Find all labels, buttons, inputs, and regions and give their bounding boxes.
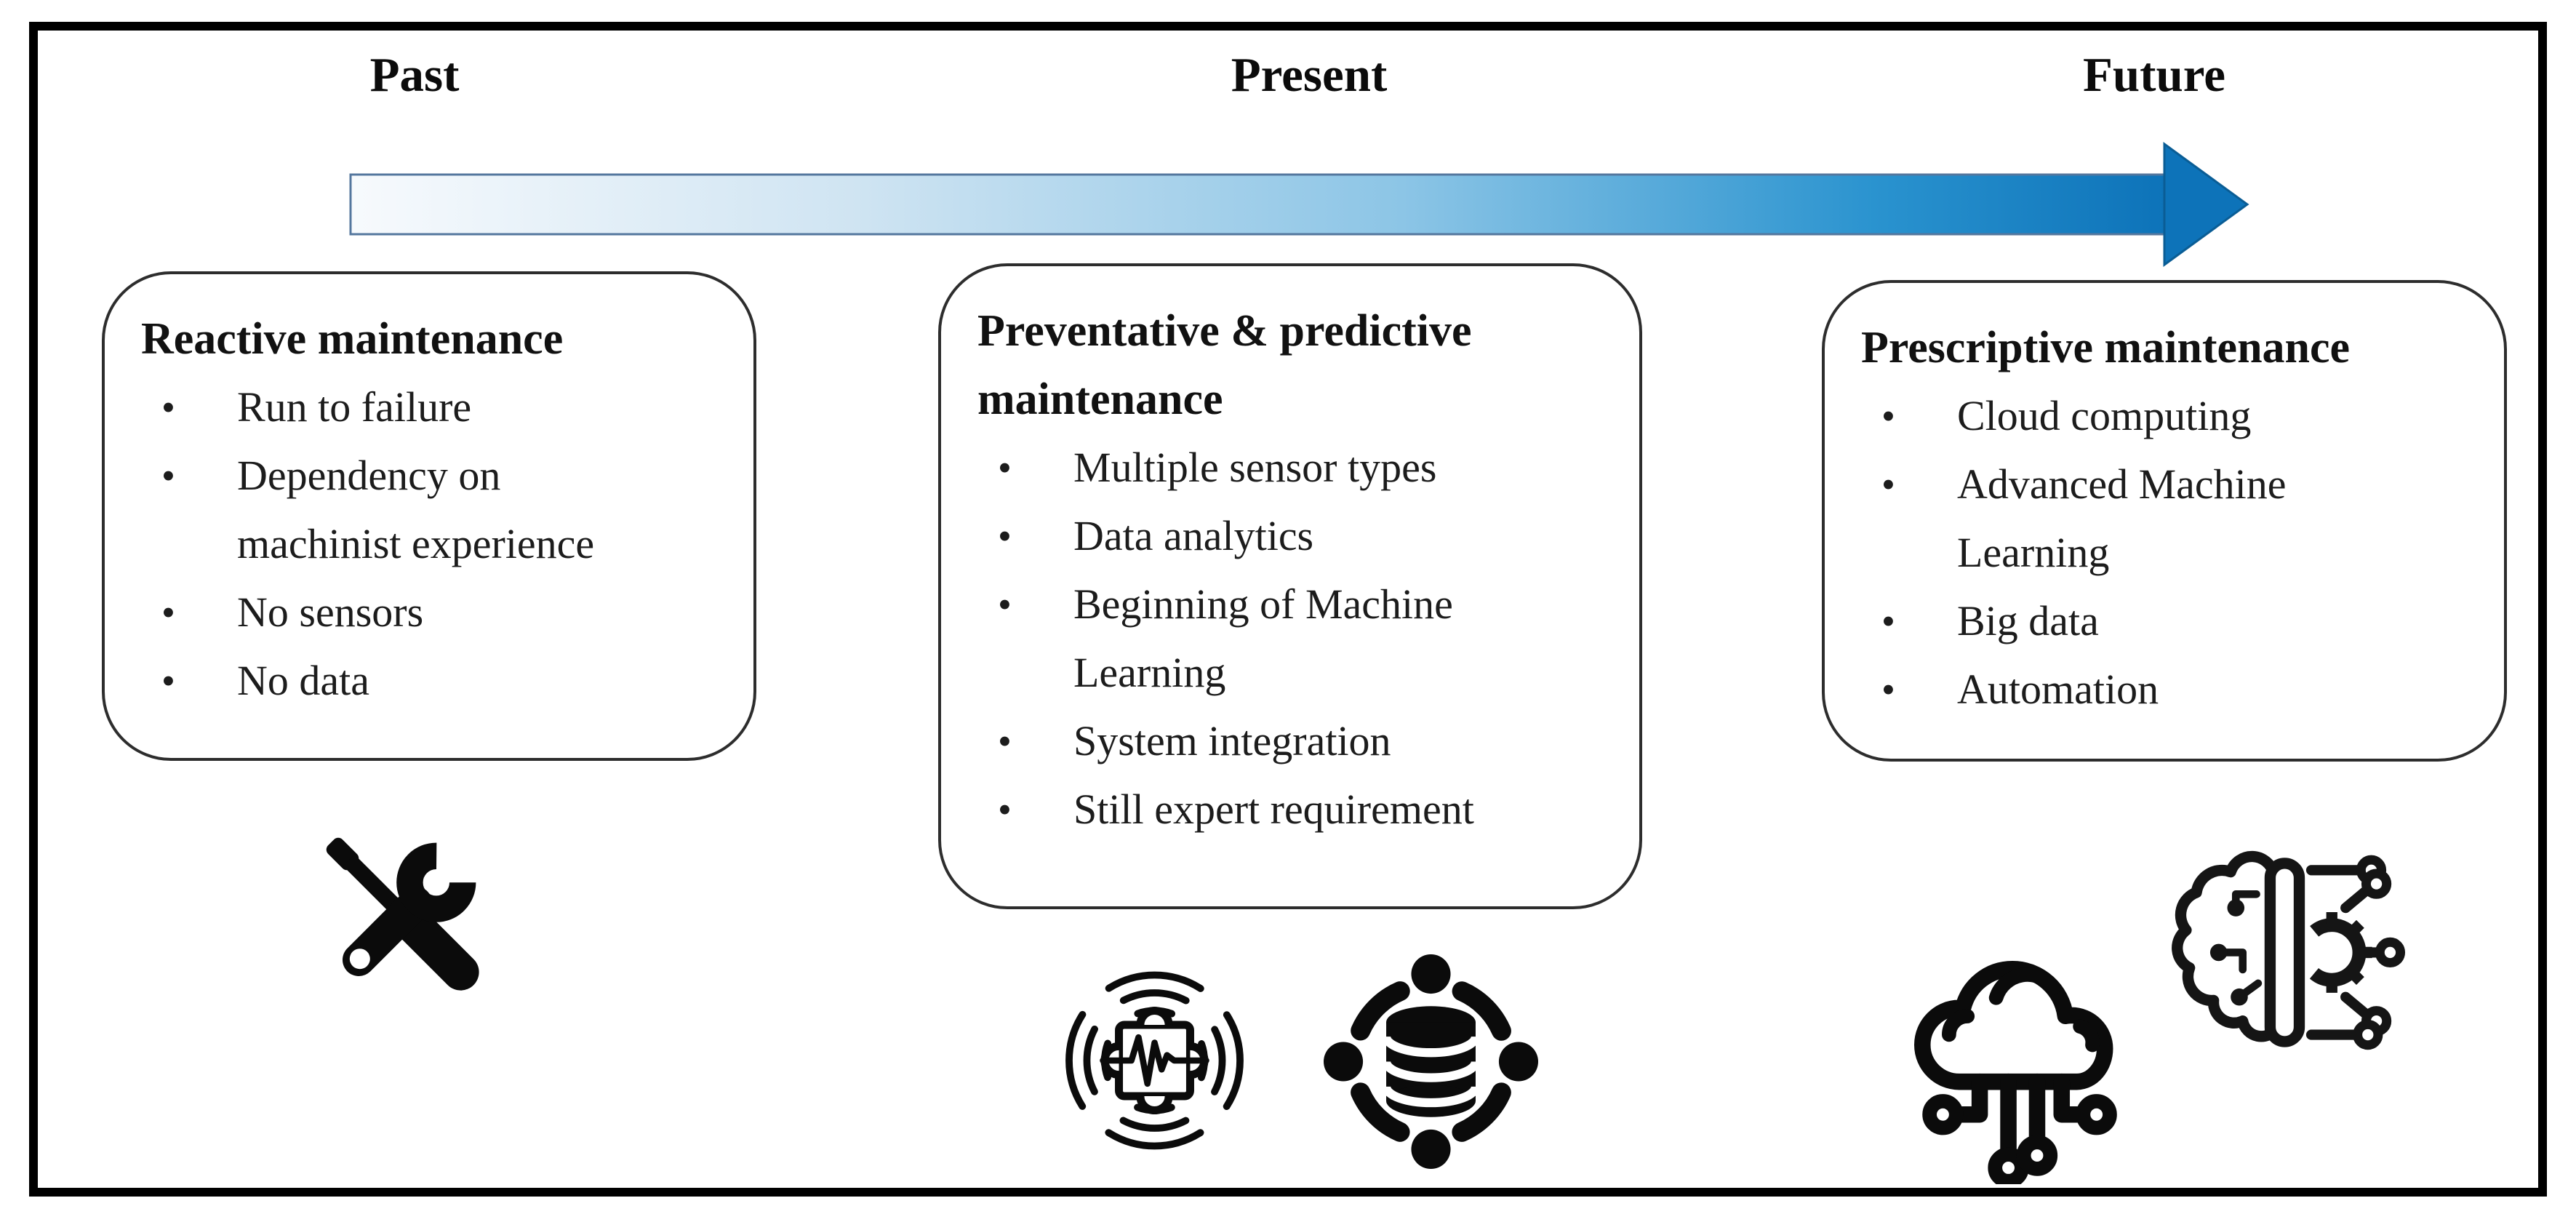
bullet-item: No sensors [141,578,652,647]
circuit-node-midright [2016,1135,2058,1176]
db-band-2 [1381,1061,1481,1082]
brain-node-2 [2209,943,2228,962]
circuit-lines [2305,865,2383,1040]
bullet-item: Big data [1861,587,2402,655]
circuit-leg-left [1951,1073,1988,1123]
cloud-inner-arc [1988,967,2061,1005]
bullet-item: Multiple sensor types [977,434,1537,502]
wrench-handle [343,886,433,976]
wrench-handle-hole [349,949,370,970]
timeline-label-past: Past [369,48,460,102]
sensor-wave-outer [1065,971,1244,1150]
bullet-item: Beginning of Machine Learning [977,570,1537,707]
vibration-sensor-icon [1065,971,1244,1150]
screwdriver-blade [343,854,401,913]
tools-icon [326,837,479,991]
stage-box-past: Reactive maintenance Run to failure Depe… [102,271,756,761]
brain-outline [2172,850,2283,1042]
orbit-node-right [1498,1042,1538,1082]
circuit-leg-right [2053,1073,2091,1123]
circuit-rings [2353,855,2406,1050]
sensor-bump-bottom [1136,1092,1173,1114]
sensor-waveform [1100,1034,1209,1087]
timeline-label-present: Present [1231,48,1388,102]
screwdriver-handle [391,903,479,991]
db-band-3 [1381,1086,1481,1108]
gear-ring [2297,918,2367,987]
stage-title: Reactive maintenance [141,314,564,364]
bullet-item: Automation [1861,655,2402,724]
cloud-computing-icon [1914,961,2117,1184]
bullet-item: Data analytics [977,502,1537,570]
stage-box-future: Prescriptive maintenance Cloud computing… [1822,280,2507,762]
bullet-item: Run to failure [141,373,652,442]
bullet-item: Cloud computing [1861,382,2402,450]
brain-node-1 [2227,899,2245,916]
stage-bullet-list: Cloud computing Advanced Machine Learnin… [1861,382,2402,724]
stage-bullet-list: Multiple sensor types Data analytics Beg… [977,434,1537,844]
sensor-wave-mid [1083,989,1226,1132]
stage-title: Prescriptive maintenance [1861,323,2351,372]
timeline-arrow-head [2163,142,2249,267]
timeline-label-future: Future [2082,48,2226,102]
cloud-inner-arc-right [2073,1019,2100,1053]
stage-title: Preventative & predictive maintenance [977,306,1472,424]
orbit-node-bottom [1411,1129,1451,1169]
circuit-node-right [2076,1094,2117,1135]
brain-stem [2264,858,2305,1047]
orbit-node-top [1411,954,1451,994]
db-band-1 [1381,1036,1481,1058]
stage-box-present: Preventative & predictive maintenance Mu… [938,263,1642,909]
circuit-node-left [1922,1094,1964,1135]
bullet-item: Still expert requirement [977,775,1537,844]
wrench-jaw [396,842,476,922]
bullet-item: Advanced Machine Learning [1861,450,2402,587]
sensor-bump-top [1136,1007,1173,1029]
cloud-outline [1914,961,2113,1090]
database-network-icon [1324,954,1538,1169]
ai-brain-icon [2172,850,2406,1050]
timeline-arrow [349,142,2249,267]
bullet-item: Dependency on machinist experience [141,442,652,578]
bullet-item: No data [141,647,652,715]
orbit-node-left [1324,1042,1364,1082]
timeline-arrow-body [349,173,2166,236]
stage-bullet-list: Run to failure Dependency on machinist e… [141,373,652,715]
brain-node-3 [2231,988,2248,1006]
bullet-item: System integration [977,707,1537,775]
cloud-inner-arc-left [1942,1009,1975,1042]
